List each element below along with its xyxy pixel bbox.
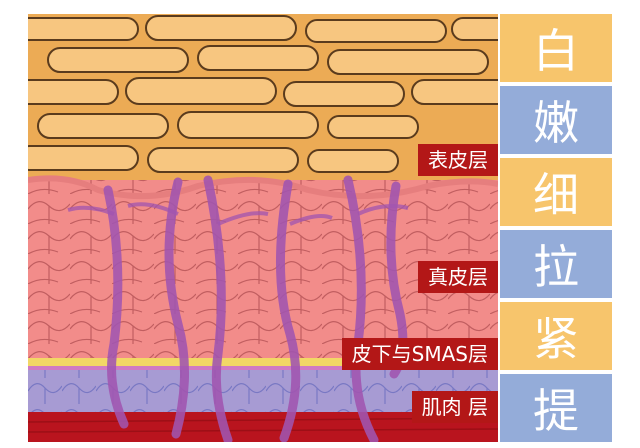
benefit-tile: 嫩	[500, 86, 612, 154]
smas-yellow-line	[28, 358, 498, 366]
benefit-column: 白 嫩 细 拉 紧 提	[500, 14, 612, 442]
benefit-tile: 细	[500, 158, 612, 226]
muscle-label: 肌肉 层	[411, 391, 498, 423]
epidermis-cells	[28, 15, 498, 173]
benefit-char: 拉	[533, 240, 579, 294]
benefit-char: 细	[533, 168, 579, 222]
skin-cross-section	[28, 14, 498, 442]
benefit-char: 嫩	[533, 96, 579, 150]
smas-label: 皮下与SMAS层	[341, 338, 498, 370]
benefit-char: 紧	[533, 312, 579, 366]
benefit-char: 提	[533, 384, 579, 438]
epidermis-label: 表皮层	[418, 144, 498, 176]
benefit-tile: 白	[500, 14, 612, 82]
dermis-boundary	[28, 175, 498, 200]
dermis-label: 真皮层	[418, 261, 498, 293]
skin-layers-diagram: 表皮层 真皮层 皮下与SMAS层 肌肉 层	[28, 14, 498, 442]
benefit-tile: 紧	[500, 302, 612, 370]
benefit-tile: 提	[500, 374, 612, 442]
benefit-tile: 拉	[500, 230, 612, 298]
collagen-fibers	[103, 175, 408, 442]
benefit-char: 白	[533, 24, 579, 78]
